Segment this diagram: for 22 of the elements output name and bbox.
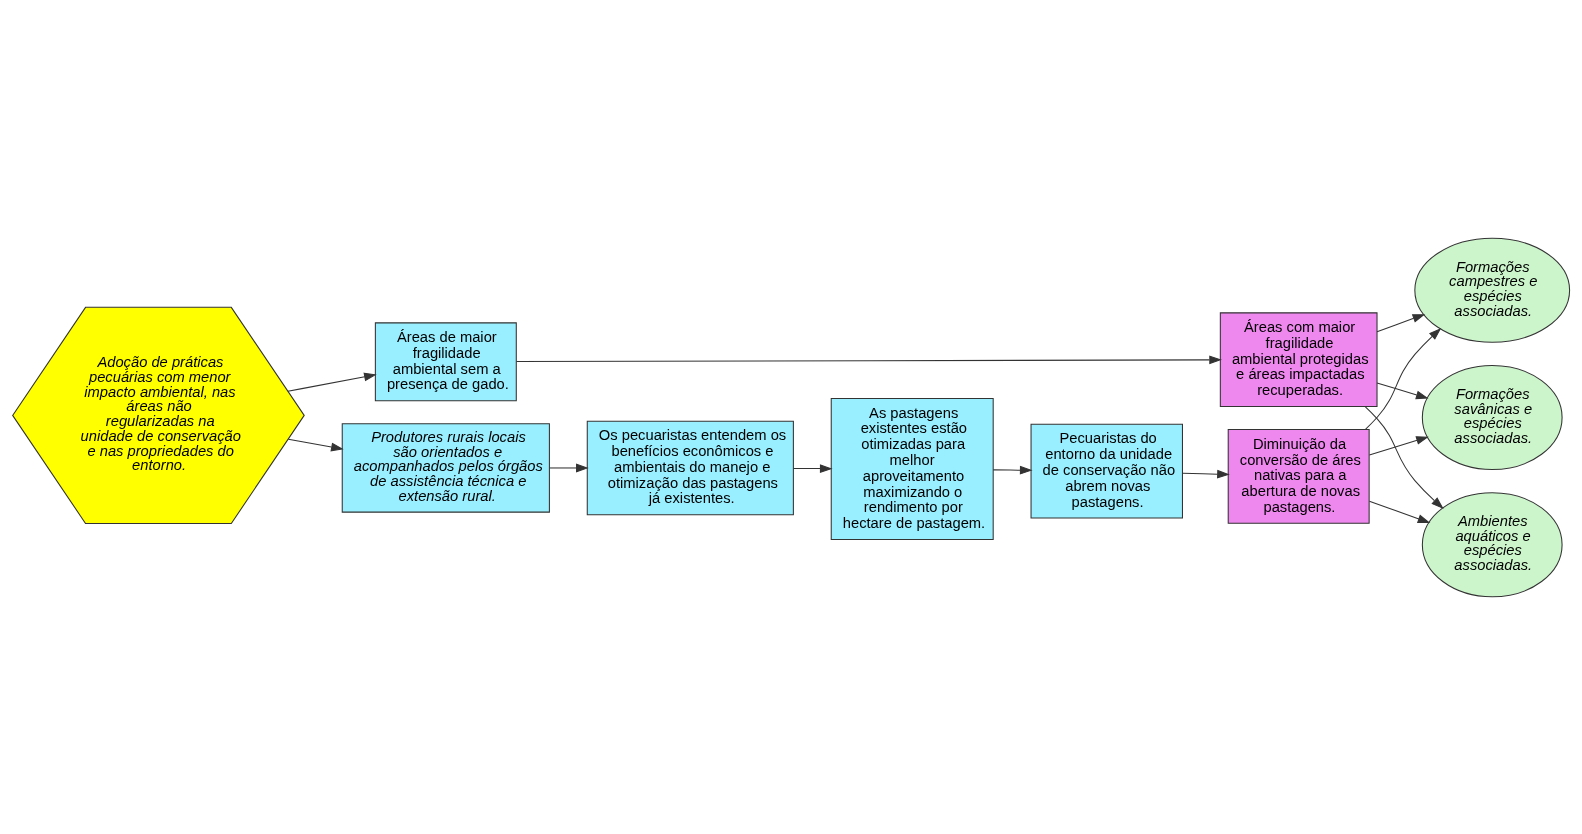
arrow — [992, 465, 1033, 475]
arrow — [1368, 435, 1429, 455]
arrow — [1182, 469, 1230, 479]
node-box: Os pecuaristas entendem os benefícios econômicos e ambientais do manejo e otimização das pastagens já existentes. — [586, 420, 794, 515]
node-box: Áreas de maior fragilidade ambiental sem a presença de gado. — [374, 321, 517, 401]
node-box: As pastagens existentes estão otimizadas para melhor aproveitamento maximizando o rendimento por hectare de pastagem. — [830, 397, 994, 540]
arrow — [287, 438, 344, 451]
node-box: Áreas com maior fragilidade ambiental protegidas e áreas impactadas recuperadas. — [1219, 311, 1378, 407]
node-box: Diminuição da conversão de áres nativas para a abertura de novas pastagens. — [1227, 428, 1370, 524]
node-box: Pecuaristas do entorno da unidade de conservação não abrem novas pastagens. — [1030, 423, 1183, 518]
arrow — [1364, 405, 1444, 509]
arrow — [793, 463, 833, 473]
arrow — [1376, 382, 1429, 399]
node-box: Produtores rurais locais são orientados e acompanhados pelos órgãos de assistência técnica e extensão rural. — [341, 422, 550, 513]
node-ellipse: Formações savânicas e espécies associadas. — [1421, 364, 1563, 470]
arrow — [1368, 500, 1431, 523]
arrow — [1376, 313, 1426, 332]
arrow — [549, 463, 589, 472]
arrow — [1364, 327, 1442, 430]
arrow — [515, 354, 1222, 364]
arrow — [287, 372, 377, 392]
node-ellipse: Ambientes aquáticos e espécies associadas. — [1421, 491, 1563, 597]
